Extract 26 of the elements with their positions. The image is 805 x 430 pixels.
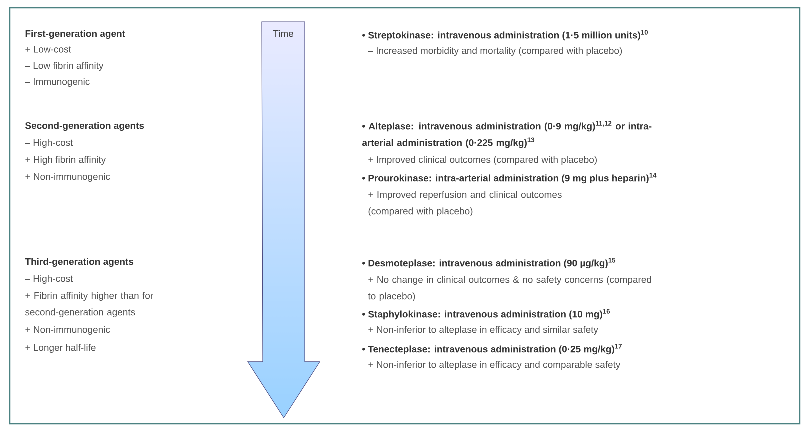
drug-item: • Tenecteplase: intravenous administration (0·25 mg/kg)$^{17}$ (362, 344, 622, 355)
outcome-item: + Improved reperfusion and clinical outcomes (compared with placebo) (368, 191, 562, 217)
property-item: + Longer half-life (26, 344, 96, 354)
drug-item: • Alteplase: intravenous administration (0·9 mg/kg)$^{11,12}$ or intra-arterial administration (0·225 mg/kg)$^{13}$ (362, 121, 652, 148)
outcome-item: + Improved clinical outcomes (compared with placebo) (368, 156, 597, 166)
property-item: – Immunogenic (25, 78, 90, 88)
drug-item: • Desmoteplase: intravenous administration (90 µg/kg)$^{15}$ (362, 258, 616, 269)
property-item: + Fibrin affinity higher than for second-generation agents (25, 292, 154, 318)
drug-item: • Prourokinase: intra-arterial administration (9 mg plus heparin)$^{14}$ (362, 173, 657, 184)
drug-item: • Staphylokinase: intravenous administration (10 mg)$^{16}$ (362, 309, 610, 320)
group-heading: Second-generation agents (25, 122, 144, 132)
property-item: – Low fibrin affinity (25, 62, 104, 72)
property-item: + Non-immunogenic (26, 173, 110, 182)
drug-item: • Streptokinase: intravenous administration (1·5 million units)$^{10}$ (362, 30, 648, 41)
outcome-item: + Non-inferior to alteplase in efficacy and comparable safety (368, 361, 621, 370)
outcome-item: – Increased morbidity and mortality (compared with placebo) (368, 47, 622, 56)
property-item: + High fibrin affinity (26, 156, 106, 166)
group-heading: First-generation agent (26, 30, 126, 40)
property-item: + Non-immunogenic (26, 326, 110, 336)
axis-label: Time (273, 30, 294, 38)
property-item: – High-cost (25, 139, 74, 148)
outcome-item: + No change in clinical outcomes & no safety concerns (compared to placebo) (368, 276, 652, 302)
outcome-item: + Non-inferior to alteplase in efficacy and similar safety (368, 326, 598, 336)
group-heading: Third-generation agents (25, 258, 134, 268)
property-item: + Low-cost (26, 46, 72, 53)
property-item: – High-cost (25, 275, 74, 284)
